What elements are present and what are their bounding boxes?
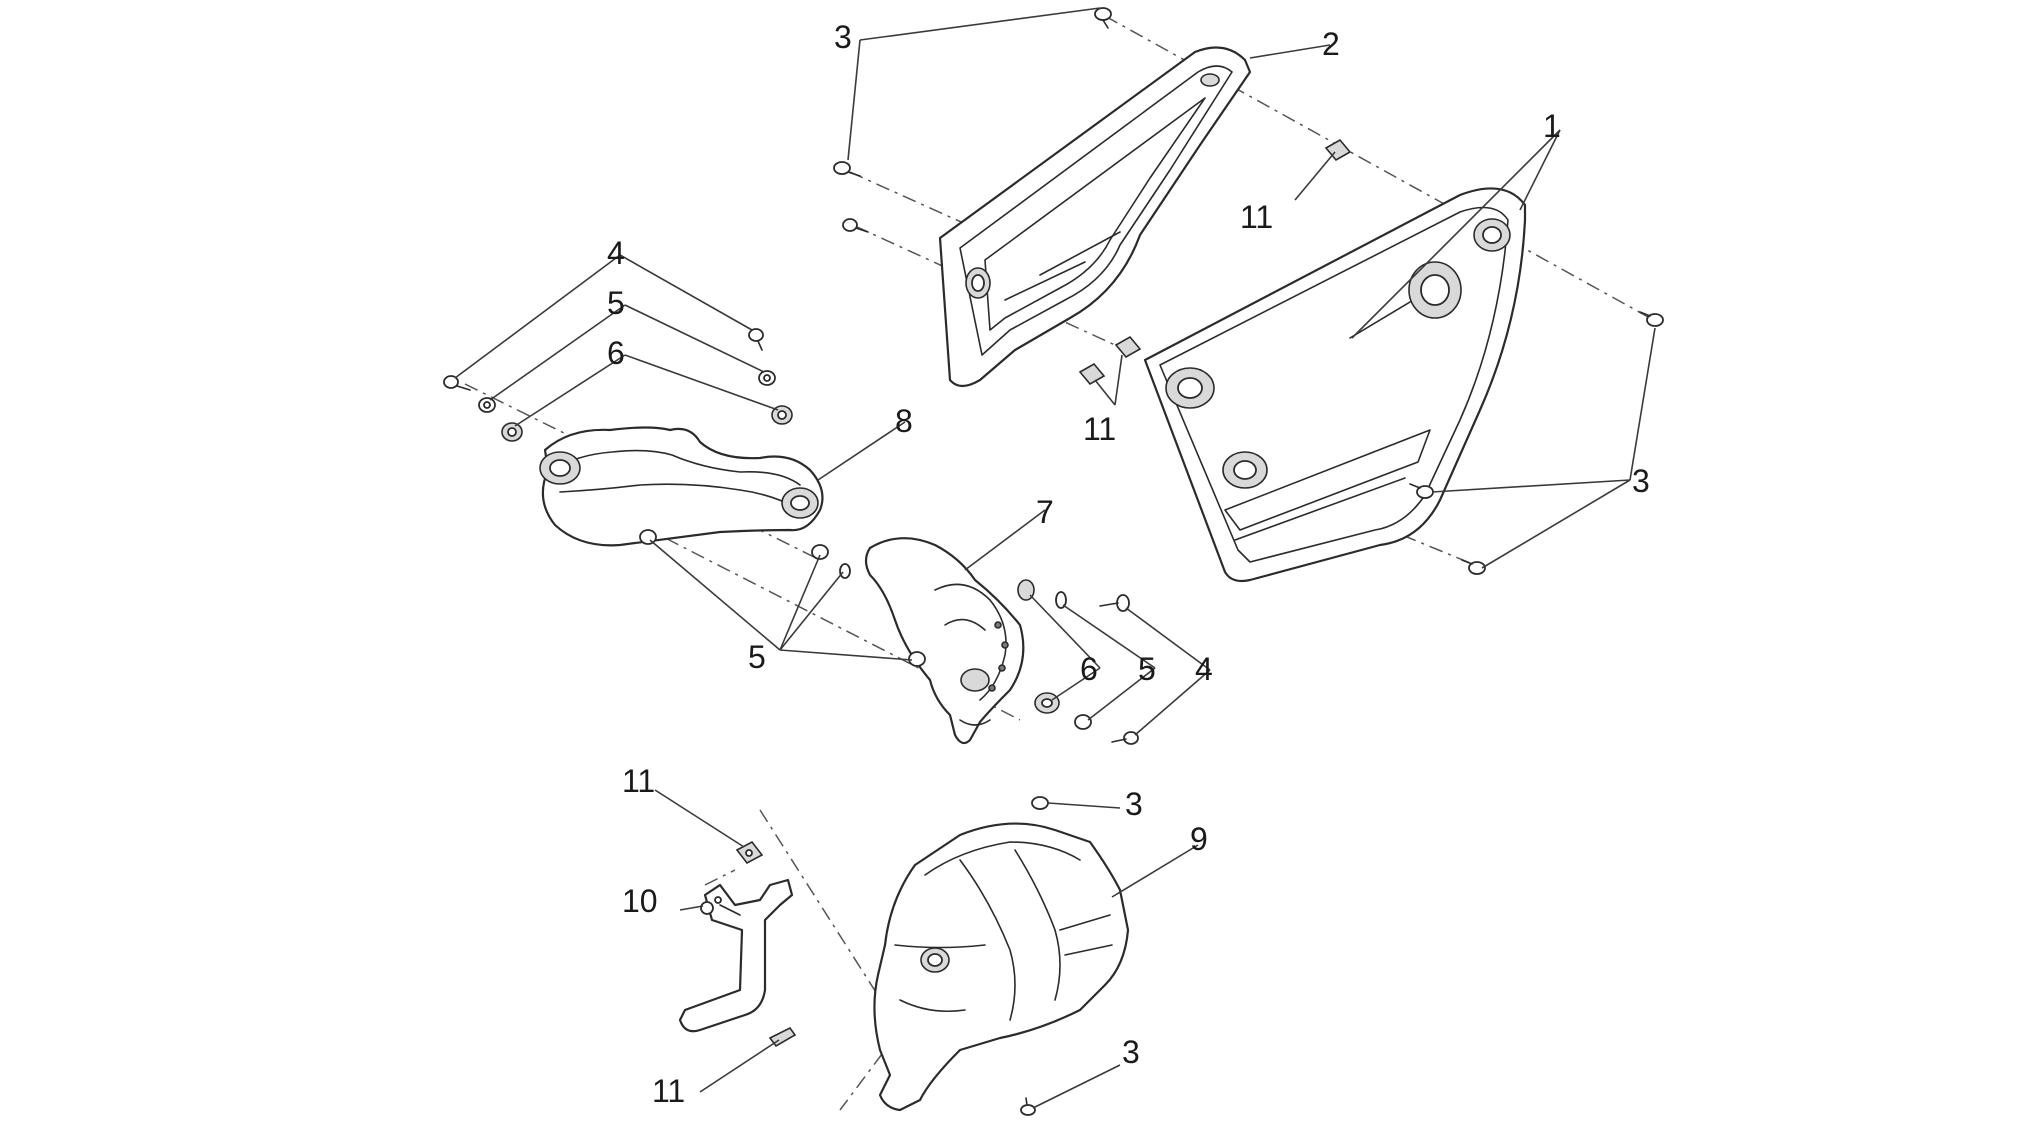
- part-1-side-panel: [1143, 187, 1527, 583]
- screw-3-top-left: [833, 161, 861, 177]
- washer-5-shield-a: [639, 529, 657, 545]
- washer-5-shield-c: [839, 563, 851, 579]
- screw-3-top-right: [1094, 7, 1112, 29]
- callout-1: 1: [1543, 108, 1561, 144]
- callout-11-mid: 11: [1083, 411, 1116, 447]
- leader-lines: [454, 7, 1656, 1109]
- washer-5-left-a: [478, 397, 496, 413]
- callout-7: 7: [1036, 494, 1054, 530]
- callout-10: 10: [622, 883, 658, 919]
- washer-5-shield-d: [908, 651, 926, 667]
- washer-5-right-a: [1055, 591, 1067, 609]
- part-9-main-cover: [873, 822, 1130, 1112]
- callout-4-right: 4: [1195, 651, 1213, 687]
- callout-11-top: 11: [1240, 199, 1273, 235]
- part-8-heat-shield: [539, 426, 824, 547]
- callout-11-bottom: 11: [652, 1073, 685, 1109]
- screw-4-left-b: [748, 328, 764, 351]
- screw-4-right-a: [1099, 594, 1130, 612]
- callout-3-right: 3: [1632, 463, 1650, 499]
- part-2-frame-cover: [938, 46, 1252, 388]
- callout-11-bracket: 11: [622, 763, 655, 799]
- callout-5-left: 5: [607, 285, 625, 321]
- callout-6-left: 6: [607, 335, 625, 371]
- grommet-6-left-b: [771, 405, 793, 425]
- clip-11-mid-b: [1114, 335, 1142, 359]
- clip-11-top: [1324, 138, 1352, 162]
- screw-4-right-b: [1111, 731, 1139, 745]
- part-10-bracket: [678, 878, 794, 1033]
- clip-11-mid-a: [1078, 362, 1106, 386]
- grommet-6-right-b: [1034, 692, 1060, 714]
- washer-5-right-b: [1074, 714, 1092, 730]
- callout-5-right: 5: [1138, 651, 1156, 687]
- callout-5-mid: 5: [748, 639, 766, 675]
- callout-3-cover: 3: [1125, 786, 1143, 822]
- callout-4-left: 4: [607, 235, 625, 271]
- washer-5-left-b: [758, 370, 776, 386]
- callout-labels: 3 2 1 11 4 5 6 8 11 3 7 5 6 5 4 11 3 9 1…: [607, 19, 1650, 1109]
- washer-5-shield-b: [811, 544, 829, 560]
- callout-3-bottom: 3: [1122, 1034, 1140, 1070]
- callout-8: 8: [895, 403, 913, 439]
- screw-3-panel-low: [1461, 559, 1486, 575]
- callout-6-right: 6: [1080, 651, 1098, 687]
- screw-4-left-a: [443, 375, 471, 391]
- screw-3-panel-mid: [1409, 483, 1434, 499]
- screw-3-cover-top: [1031, 796, 1049, 810]
- screw-frame-left: [842, 218, 869, 233]
- callout-9: 9: [1190, 821, 1208, 857]
- part-7-small-shield: [864, 537, 1025, 745]
- callout-3-top: 3: [834, 19, 852, 55]
- screw-3-right: [1639, 311, 1664, 327]
- callout-2: 2: [1322, 26, 1340, 62]
- screw-3-cover-bottom: [1020, 1097, 1036, 1116]
- grommet-6-left-a: [501, 422, 523, 442]
